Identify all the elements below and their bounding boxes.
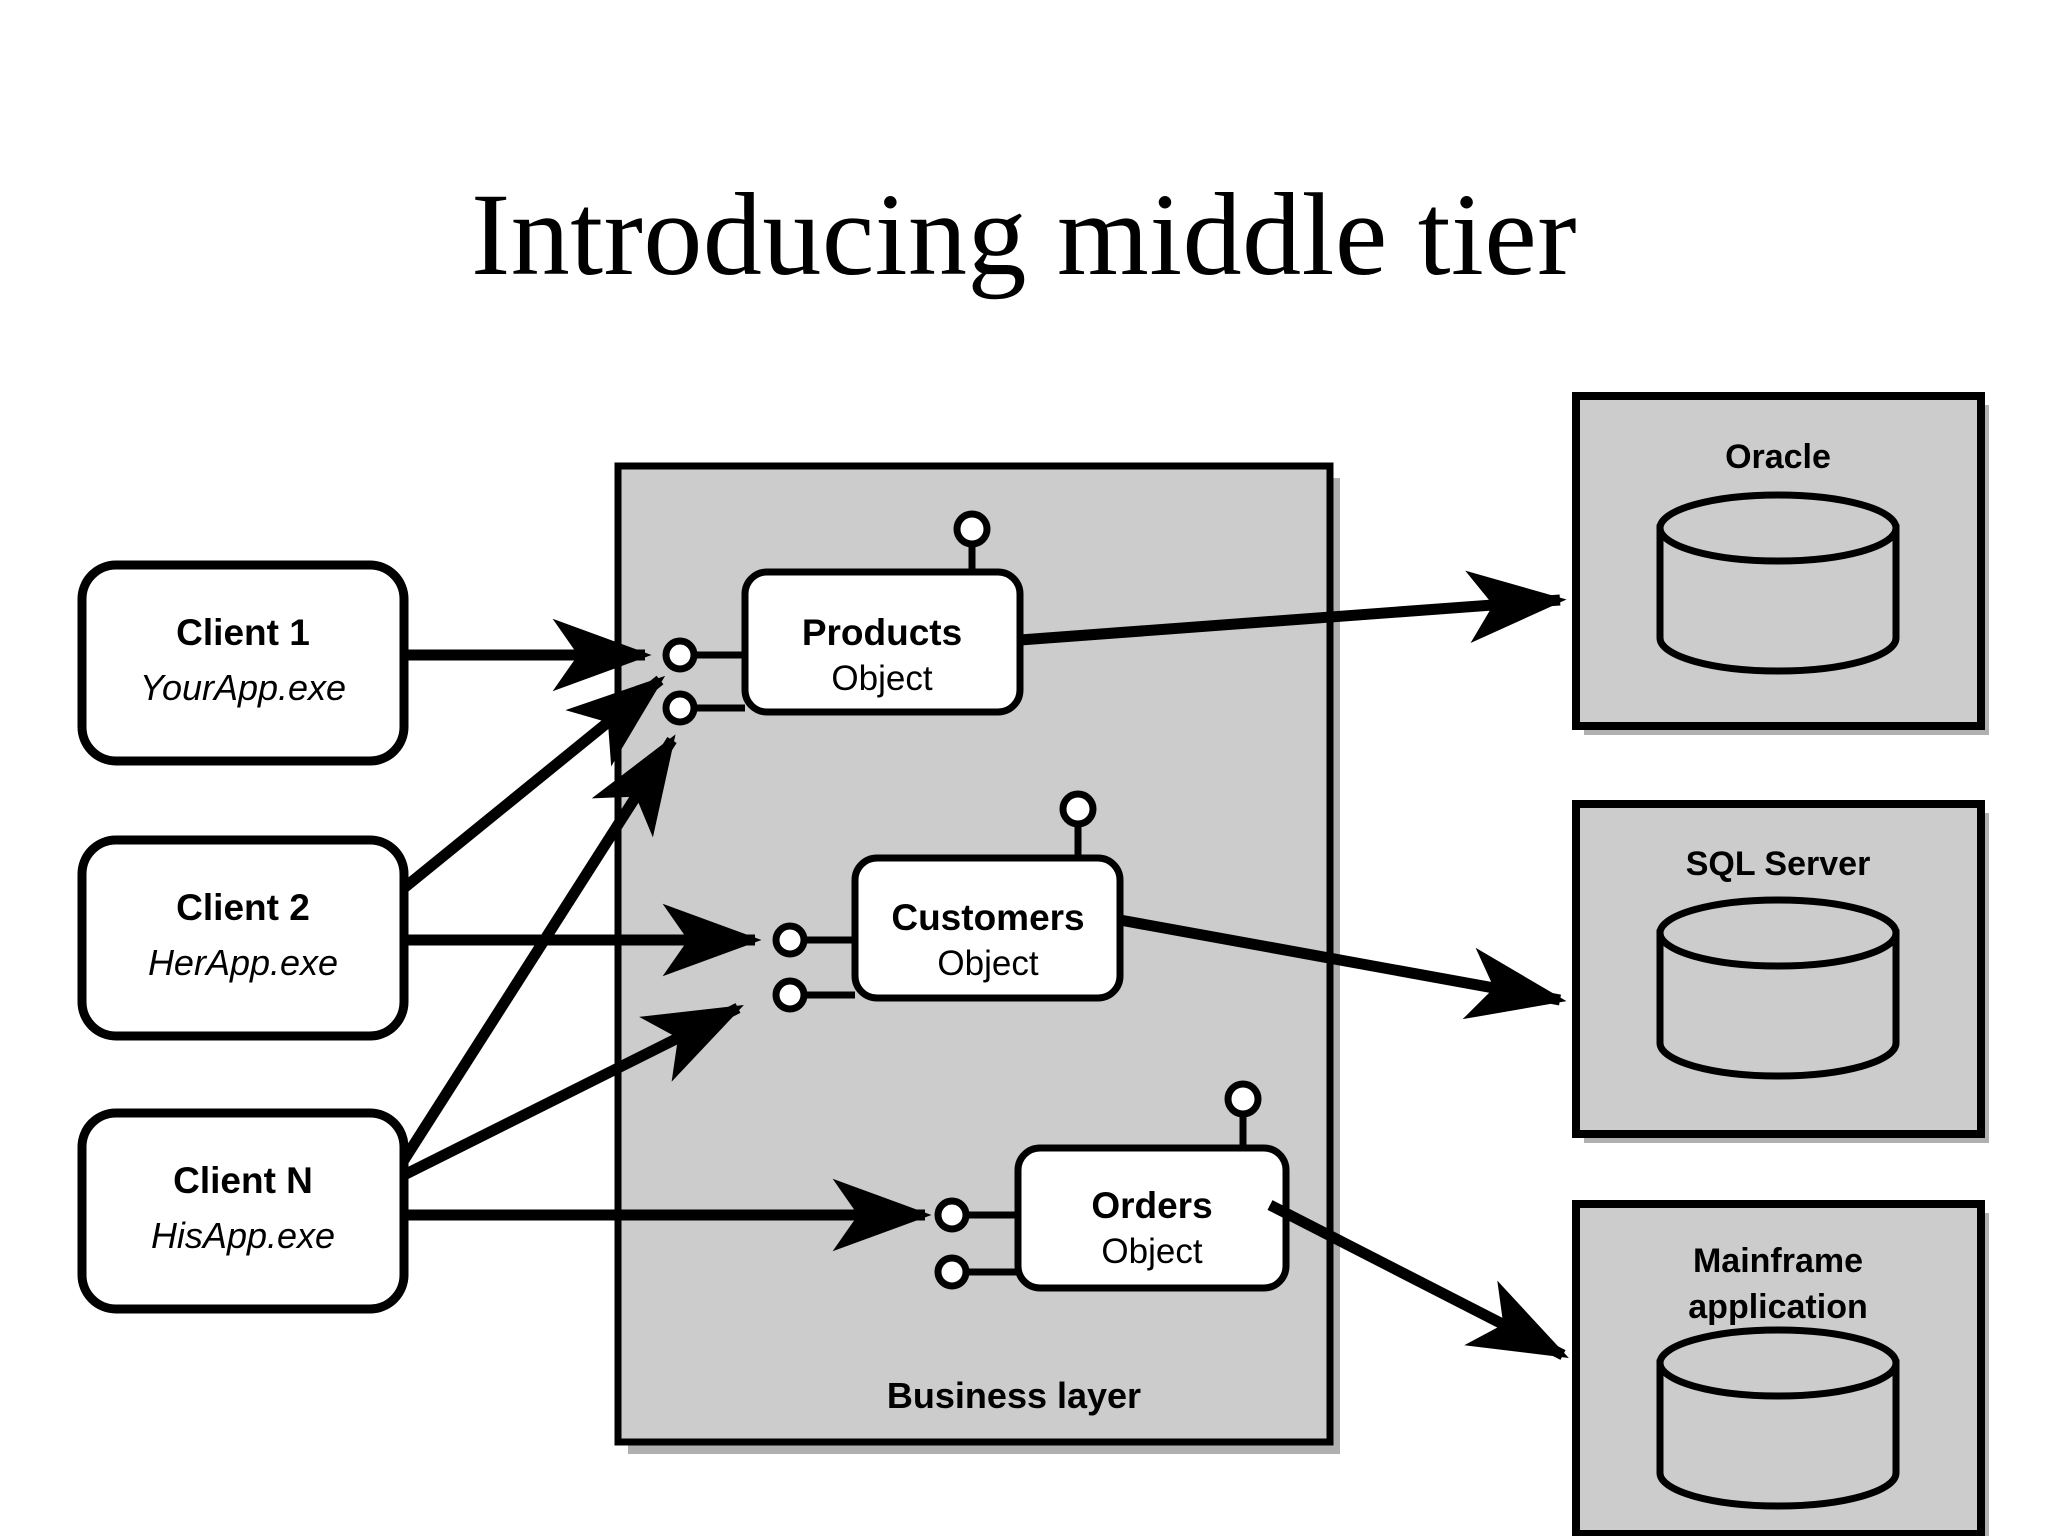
connector-clientN-products xyxy=(399,734,677,1163)
client-n-rect[interactable] xyxy=(77,1108,409,1314)
oracle-database-icon xyxy=(1656,491,1900,675)
datasource-sql-server[interactable]: SQL Server xyxy=(1572,800,1989,1143)
orders-name: Orders xyxy=(1091,1185,1212,1226)
client-2-name: Client 2 xyxy=(176,887,310,928)
object-to-datasource-connectors xyxy=(1019,570,1569,1360)
products-box[interactable] xyxy=(741,568,1024,716)
mainframe-database-icon xyxy=(1656,1326,1900,1510)
business-layer-label: Business layer xyxy=(887,1375,1141,1416)
connector-products-oracle xyxy=(1019,570,1567,646)
orders-kind: Object xyxy=(1101,1232,1202,1271)
customers-box[interactable] xyxy=(851,854,1124,1002)
client-n-name: Client N xyxy=(173,1160,313,1201)
object-customers[interactable]: Customers Object xyxy=(772,790,1124,1013)
mainframe-label-line1: Mainframe xyxy=(1693,1242,1863,1280)
sqlserver-database-icon xyxy=(1656,896,1900,1080)
page-title: Introducing middle tier xyxy=(471,169,1577,300)
mainframe-label-line2: application xyxy=(1688,1288,1867,1326)
datasource-oracle[interactable]: Oracle xyxy=(1572,392,1989,735)
client-2-exe: HerApp.exe xyxy=(148,942,338,983)
connector-orders-mainframe xyxy=(1267,1200,1569,1360)
client-2-rect[interactable] xyxy=(77,835,409,1041)
orders-socket-1[interactable] xyxy=(934,1197,970,1233)
products-kind: Object xyxy=(831,659,932,698)
client-1-name: Client 1 xyxy=(176,612,310,653)
client-1-rect[interactable] xyxy=(77,560,409,766)
object-products[interactable]: Products Object xyxy=(662,510,1024,726)
client-box-1[interactable]: Client 1 YourApp.exe xyxy=(77,560,409,766)
customers-socket-2[interactable] xyxy=(772,977,808,1013)
client-n-exe: HisApp.exe xyxy=(151,1215,335,1256)
customers-socket-1[interactable] xyxy=(772,922,808,958)
datasource-mainframe[interactable]: Mainframe application xyxy=(1572,1200,1989,1536)
sqlserver-label: SQL Server xyxy=(1686,845,1871,883)
customers-kind: Object xyxy=(937,944,1038,983)
customers-lollipop-circle[interactable] xyxy=(1059,790,1097,828)
orders-socket-2[interactable] xyxy=(934,1254,970,1290)
client-box-2[interactable]: Client 2 HerApp.exe xyxy=(77,835,409,1041)
orders-lollipop-circle[interactable] xyxy=(1224,1080,1262,1118)
object-orders[interactable]: Orders Object xyxy=(934,1080,1290,1292)
products-socket-2[interactable] xyxy=(662,690,698,726)
client-box-3[interactable]: Client N HisApp.exe xyxy=(77,1108,409,1314)
connector-clientN-customers xyxy=(401,1003,744,1180)
products-name: Products xyxy=(802,612,962,653)
customers-name: Customers xyxy=(891,897,1084,938)
client-to-object-connectors xyxy=(399,618,932,1252)
connector-client2-products xyxy=(400,675,666,893)
products-lollipop-circle[interactable] xyxy=(953,510,991,548)
oracle-label: Oracle xyxy=(1725,438,1831,476)
connector-customers-sqlserver xyxy=(1119,914,1567,1020)
client-1-exe: YourApp.exe xyxy=(140,667,346,708)
products-socket-1[interactable] xyxy=(662,637,698,673)
